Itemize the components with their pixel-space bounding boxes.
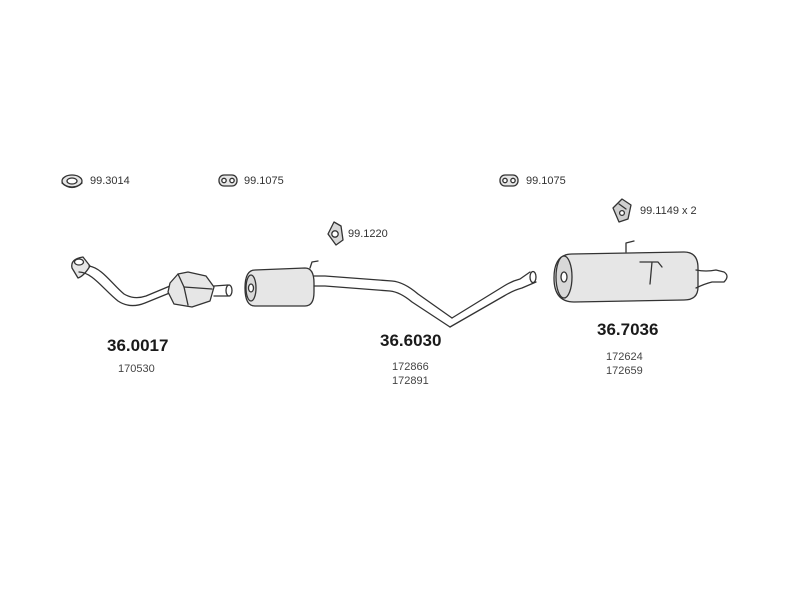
rubber-hanger-icon <box>218 174 238 187</box>
reference-list-front-pipe: 170530 <box>118 362 155 376</box>
front-pipe-catalytic-converter <box>71 256 233 308</box>
part-number-rear-silencer: 36.7036 <box>597 320 659 339</box>
mounting-bracket-icon <box>612 198 632 223</box>
reference-list-rear-silencer: 172624 172659 <box>606 350 643 378</box>
reference-number: 172659 <box>606 365 643 377</box>
rubber-hanger-icon <box>499 174 519 187</box>
reference-number: 170530 <box>118 363 155 375</box>
reference-list-middle-silencer: 172866 172891 <box>392 360 429 388</box>
accessory-code-rubber-hanger: 99.1075 <box>526 175 566 187</box>
middle-silencer-pipe <box>244 260 537 328</box>
accessory-code-rubber-hanger: 99.1075 <box>244 175 284 187</box>
part-number-front-pipe: 36.0017 <box>107 336 169 355</box>
flange-gasket-icon <box>327 221 344 246</box>
reference-number: 172624 <box>606 351 643 363</box>
accessory-code-ring-gasket: 99.3014 <box>90 175 130 187</box>
accessory-code-mounting-bracket: 99.1149 x 2 <box>640 205 697 217</box>
part-number-middle-silencer: 36.6030 <box>380 331 442 350</box>
reference-number: 172891 <box>392 375 429 387</box>
accessory-code-flange-gasket: 99.1220 <box>348 228 388 240</box>
ring-gasket-icon <box>61 174 83 189</box>
reference-number: 172866 <box>392 361 429 373</box>
rear-silencer <box>553 240 728 303</box>
